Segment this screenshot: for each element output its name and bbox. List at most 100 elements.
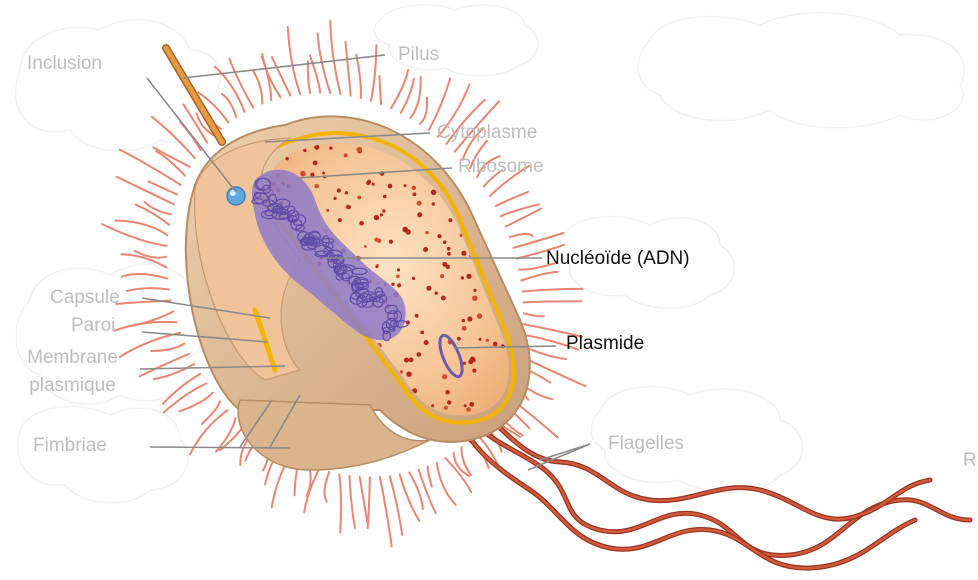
ribosome-dot	[417, 201, 422, 206]
ribosome-dot	[431, 190, 437, 196]
ribosome-dot	[430, 151, 433, 154]
fimbria	[523, 289, 583, 292]
ribosome-dot	[397, 283, 401, 287]
fimbria	[419, 470, 436, 513]
label-inclusion: Inclusion	[27, 53, 102, 75]
ribosome-dot	[402, 227, 408, 233]
ribosome-dot	[406, 372, 411, 377]
ribosome-dot	[375, 265, 378, 268]
ribosome-dot	[479, 338, 482, 341]
fimbria	[356, 55, 361, 99]
ribosome-dot	[338, 218, 342, 222]
fimbria	[380, 477, 392, 546]
ribosome-dot	[462, 319, 465, 322]
ribosome-dot	[388, 184, 393, 189]
ribosome-dot	[383, 195, 387, 199]
fimbria	[390, 476, 402, 535]
label-flagelles: Flagelles	[608, 433, 684, 455]
ribosome-dot	[462, 326, 467, 331]
ribosome-dot	[410, 129, 413, 132]
label-plasmide: Plasmide	[566, 333, 644, 355]
ribosome-dot	[303, 149, 306, 152]
ribosome-dot	[473, 289, 476, 292]
label-paroi: Paroi	[71, 315, 115, 337]
ribosome-dot	[425, 231, 428, 234]
label-cytoplasme: Cytoplasme	[437, 122, 537, 144]
ribosome-dot	[443, 241, 447, 245]
ribosome-dot	[366, 181, 370, 185]
label-membrane-line2: plasmique	[5, 375, 140, 397]
label-fimbriae: Fimbriae	[33, 435, 107, 457]
ribosome-dot	[457, 337, 461, 341]
fimbria	[360, 477, 368, 523]
ribosome-dot	[423, 247, 428, 252]
ribosome-dot	[420, 331, 424, 335]
ribosome-dot	[382, 209, 385, 212]
ribosome-dot	[447, 252, 451, 256]
ribosome-dot	[357, 147, 363, 153]
fimbria	[127, 288, 169, 291]
ribosome-dot	[322, 172, 325, 175]
fimbria	[229, 59, 253, 108]
fimbria	[496, 192, 529, 206]
fimbria	[308, 61, 310, 93]
fimbria	[164, 383, 206, 412]
fimbria	[524, 313, 544, 316]
ribosome-dot	[329, 146, 332, 149]
label-nucleoide: Nucléoïde (ADN)	[546, 248, 690, 270]
ribosome-dot	[344, 153, 348, 157]
ribosome-dot	[300, 171, 306, 177]
ribosome-dot	[415, 314, 419, 318]
fimbria	[132, 311, 173, 326]
fimbria	[122, 274, 167, 278]
ribosome-dot	[442, 374, 447, 379]
ribosome-dot	[345, 191, 348, 194]
fimbria	[253, 70, 263, 103]
fimbria	[310, 55, 320, 92]
ribosome-dot	[409, 358, 414, 363]
ribosome-dot	[477, 313, 482, 318]
ribosome-dot	[472, 296, 477, 301]
fimbria	[371, 45, 376, 101]
fimbria	[339, 474, 341, 532]
fimbria	[102, 224, 167, 246]
fimbria	[428, 466, 432, 486]
flagella	[455, 400, 970, 568]
ribosome-dot	[485, 232, 490, 237]
ribosome-dot	[448, 218, 452, 222]
ribosome-dot	[446, 265, 450, 269]
ribosome-dot	[461, 251, 466, 256]
ribosome-dot	[467, 316, 472, 321]
ribosome-dot	[374, 238, 378, 242]
ribosome-dot	[447, 247, 451, 251]
label-ribosome: Ribosome	[458, 156, 544, 178]
ribosome-dot	[466, 274, 471, 279]
ribosome-dot	[372, 183, 375, 186]
fimbria	[420, 98, 427, 124]
fimbria	[400, 475, 420, 521]
ribosome-dot	[486, 339, 489, 342]
ribosome-dot	[447, 400, 451, 404]
ribosome-dot	[310, 173, 314, 177]
ribosome-dot	[464, 404, 467, 407]
ribosome-dot	[364, 245, 367, 248]
ribosome-dot	[417, 212, 422, 217]
ribosome-dot	[315, 184, 319, 188]
ribosome-dot	[427, 286, 432, 291]
fimbria	[330, 21, 340, 95]
ribosome-dot	[437, 234, 441, 238]
fimbria	[153, 147, 189, 166]
fimbria	[410, 77, 420, 118]
fimbria	[350, 476, 355, 528]
ribosome-dot	[481, 215, 486, 220]
ribosome-dot	[464, 188, 470, 194]
ribosome-dot	[326, 209, 329, 212]
ribosome-dot	[286, 157, 289, 160]
fimbria	[117, 177, 174, 204]
ribosome-dot	[397, 268, 400, 271]
ribosome-dot	[504, 233, 508, 237]
ribosome-dot	[431, 404, 434, 407]
fimbria	[145, 202, 171, 214]
ribosome-dot	[313, 161, 318, 166]
label-membrane-line1: Membrane	[5, 347, 140, 369]
